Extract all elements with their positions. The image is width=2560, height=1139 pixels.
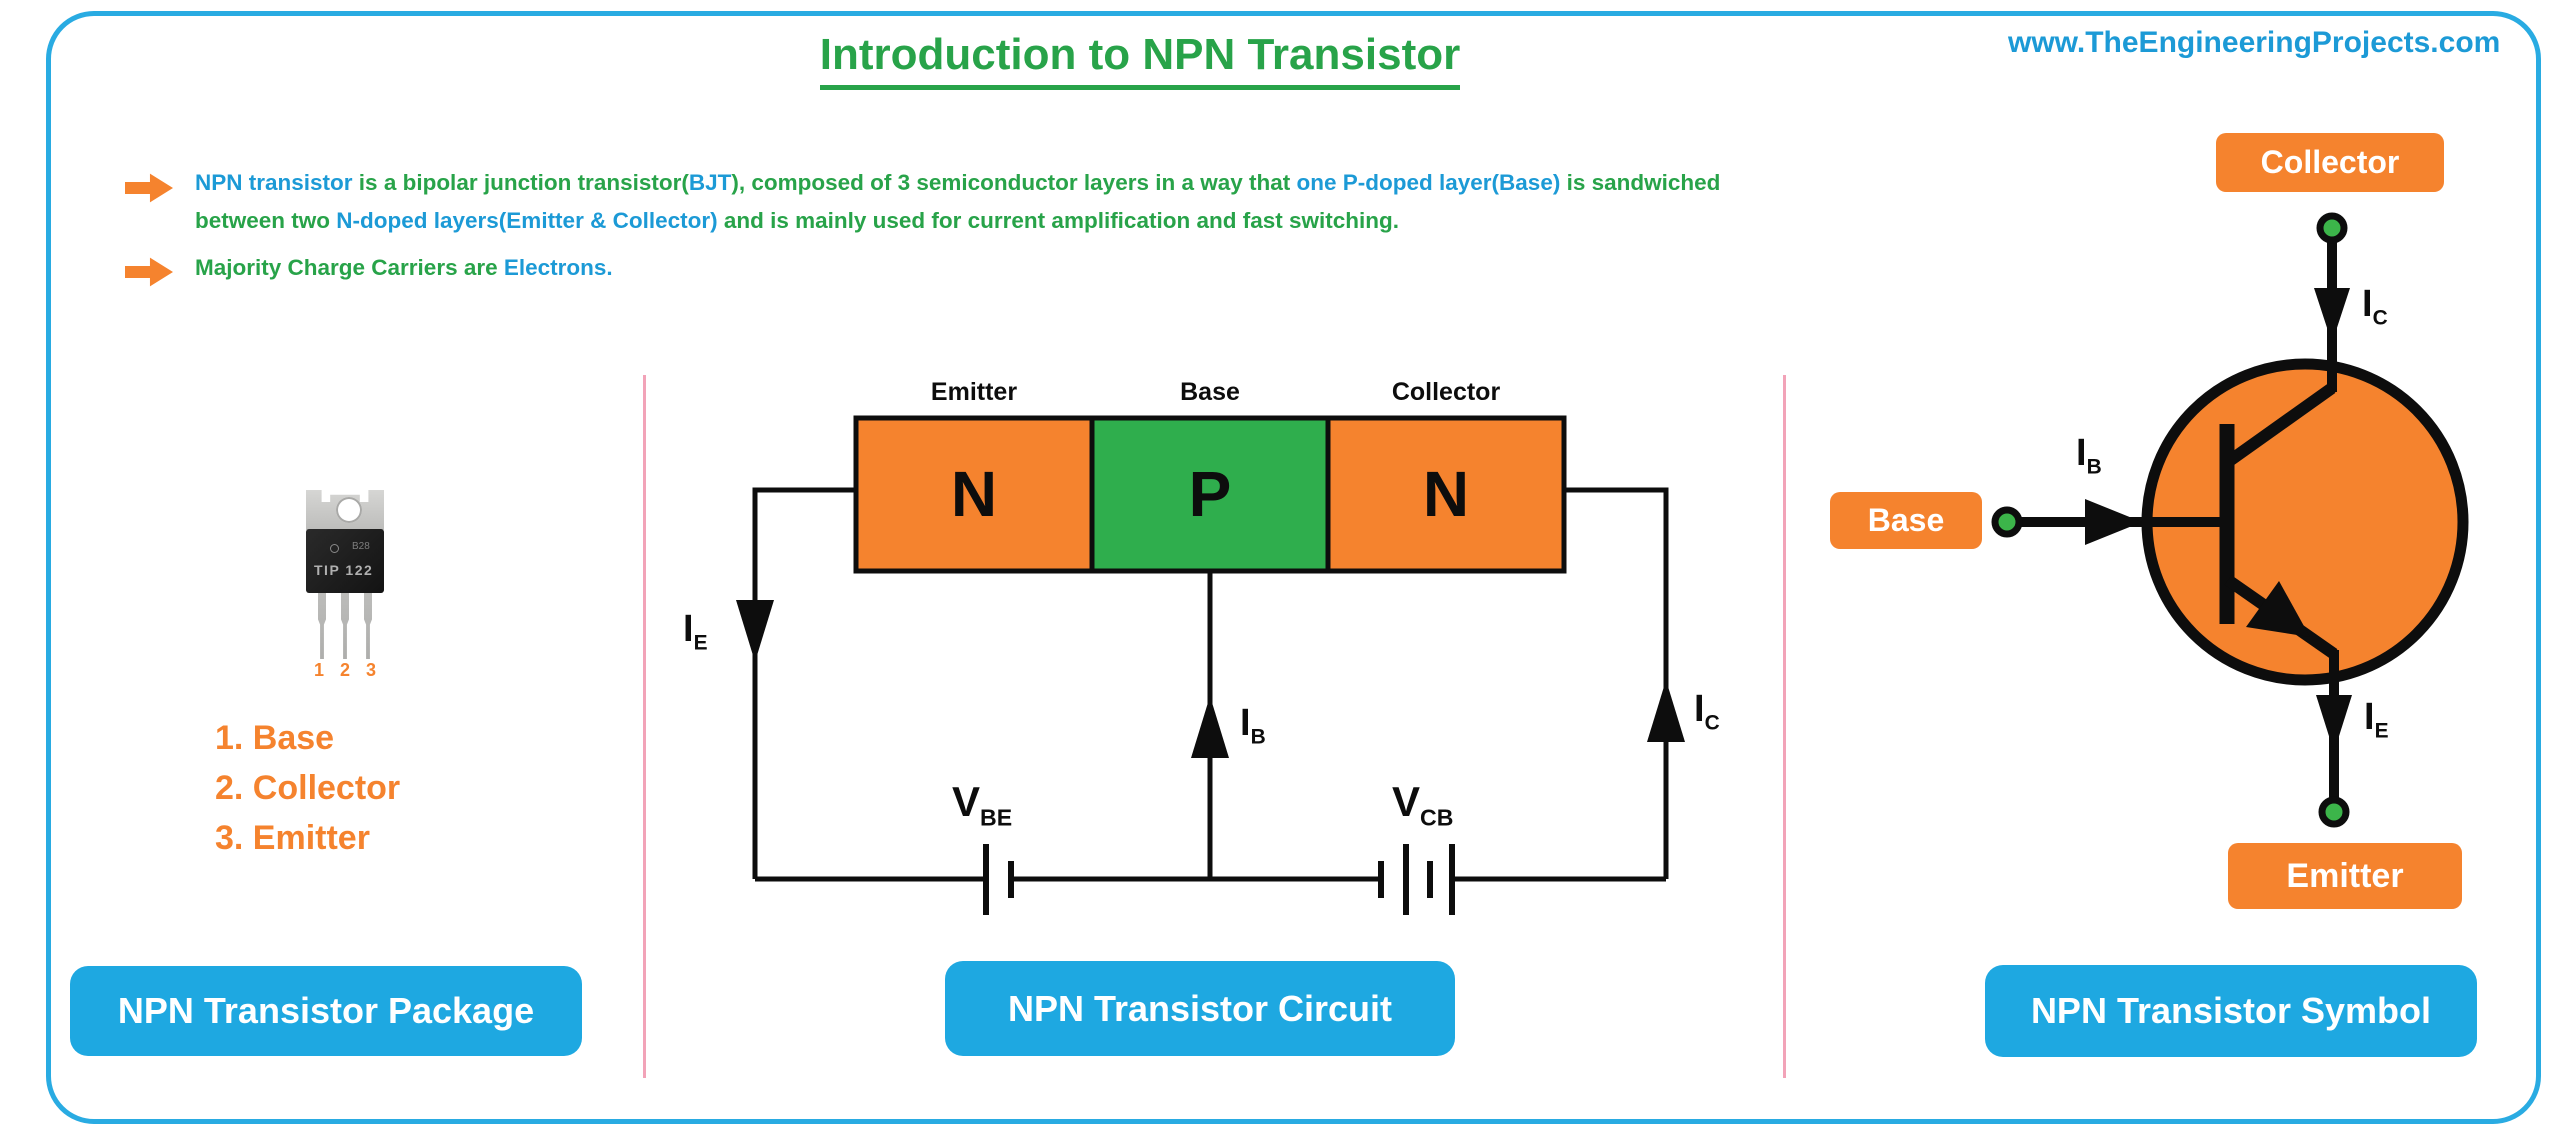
voltage-label-vcb: VCB — [1392, 778, 1453, 831]
bullet-text-segment: N-doped layers(Emitter & Collector) — [336, 208, 718, 233]
current-label-ie: IE — [683, 608, 708, 656]
collector-wire — [1564, 487, 1669, 879]
package-pin-1 — [318, 593, 326, 659]
caption-symbol: NPN Transistor Symbol — [1985, 965, 2477, 1057]
current-label-ic: IC — [1694, 688, 1720, 736]
page-border-frame — [46, 11, 2541, 1124]
pinout-list-item: 2. Collector — [215, 769, 401, 807]
bullet-text-segment: is sandwiched between two — [195, 170, 1721, 233]
package-batch-code: B28 — [352, 541, 370, 552]
ie-arrow-down — [736, 600, 774, 662]
collector-terminal-dot — [2316, 212, 2348, 244]
current-symbol: I — [2076, 432, 2087, 474]
current-subscript: B — [2086, 455, 2102, 479]
ib-arrow-right — [2085, 499, 2142, 545]
block-letter-p: P — [1188, 458, 1232, 530]
current-label-ib: IB — [1240, 702, 1266, 750]
current-subscript: E — [2374, 719, 2389, 743]
package-mount-hole — [336, 497, 362, 523]
block-letter-n1: N — [950, 458, 998, 530]
pin-number: 3 — [365, 660, 376, 680]
current-symbol: I — [2362, 283, 2373, 325]
page-title-text: Introduction to NPN Transistor — [819, 30, 1461, 90]
terminal-box-base: Base — [1830, 492, 1982, 549]
region-label-collector: Collector — [1391, 378, 1501, 406]
npn-circuit-drawing — [736, 415, 1685, 915]
current-subscript: B — [1250, 725, 1266, 749]
pinout-list: 1. Base 2. Collector 3. Emitter — [215, 713, 400, 863]
region-label-base: Base — [1180, 378, 1240, 406]
package-logo-mark — [330, 544, 339, 553]
voltage-symbol: V — [1392, 778, 1421, 825]
ib-arrow-up — [1191, 696, 1229, 758]
website-link: www.TheEngineeringProjects.com — [2008, 26, 2501, 59]
pinout-list-item: 1. Base — [215, 719, 335, 757]
package-pin-3 — [364, 593, 372, 659]
npn-symbol-drawing — [1991, 212, 2469, 828]
bullet-item: Majority Charge Carriers are Electrons. — [195, 249, 1785, 287]
region-label-emitter: Emitter — [930, 378, 1018, 406]
voltage-subscript: CB — [1420, 804, 1454, 831]
pin-number: 1 — [313, 660, 324, 680]
current-subscript: C — [2372, 306, 2388, 330]
current-symbol: I — [683, 608, 694, 650]
page-title: Introduction to NPN Transistor — [700, 30, 1580, 90]
bullet-text-segment: Majority Charge Carriers are — [195, 255, 504, 280]
voltage-label-vbe: VBE — [952, 778, 1012, 831]
ic-arrow-down — [2314, 288, 2350, 343]
emitter-wire — [752, 487, 856, 879]
n-block-collector — [1325, 415, 1567, 574]
bullet-text-segment: is a bipolar junction transistor( — [352, 170, 689, 195]
current-symbol: I — [1694, 688, 1705, 730]
ie-arrow-down — [2316, 695, 2352, 752]
emitter-terminal-dot — [2318, 796, 2350, 828]
bullet-item: NPN transistor is a bipolar junction tra… — [195, 164, 1785, 240]
current-symbol: I — [1240, 702, 1251, 744]
package-pin-2 — [341, 593, 349, 659]
package-part-number: TIP 122 — [314, 562, 374, 578]
terminal-box-emitter: Emitter — [2228, 843, 2462, 909]
current-symbol: I — [2364, 696, 2375, 738]
bullet-text-segment: ), composed of 3 semiconductor layers in… — [731, 170, 1297, 195]
caption-circuit: NPN Transistor Circuit — [945, 961, 1455, 1056]
bullet-text-segment: BJT — [688, 170, 732, 195]
pin-number: 2 — [339, 660, 350, 680]
voltage-subscript: BE — [980, 804, 1013, 831]
ic-arrow-up — [1647, 680, 1685, 742]
terminal-box-collector: Collector — [2216, 133, 2444, 192]
base-terminal-dot — [1991, 506, 2023, 538]
bullet-text-segment: NPN transistor — [195, 170, 353, 195]
pinout-list-item: 3. Emitter — [215, 819, 370, 857]
current-subscript: E — [693, 631, 708, 655]
current-label-ie-symbol: IE — [2364, 696, 2389, 744]
package-body: B28 TIP 122 — [306, 529, 384, 593]
caption-package: NPN Transistor Package — [70, 966, 582, 1056]
bullet-text-segment: one P-doped layer(Base) — [1296, 170, 1561, 195]
current-label-ib-symbol: IB — [2076, 432, 2102, 480]
bullet-text-segment: Electrons. — [503, 255, 613, 280]
section-divider-right — [1783, 375, 1786, 1078]
section-divider-left — [643, 375, 646, 1078]
block-letter-n2: N — [1422, 458, 1470, 530]
bullet-text-segment: and is mainly used for current amplifica… — [717, 208, 1399, 233]
current-subscript: C — [1704, 711, 1720, 735]
current-label-ic-symbol: IC — [2362, 283, 2388, 331]
voltage-symbol: V — [952, 778, 981, 825]
emitter-arrowhead — [2246, 581, 2310, 637]
collector-diagonal — [2224, 383, 2336, 467]
